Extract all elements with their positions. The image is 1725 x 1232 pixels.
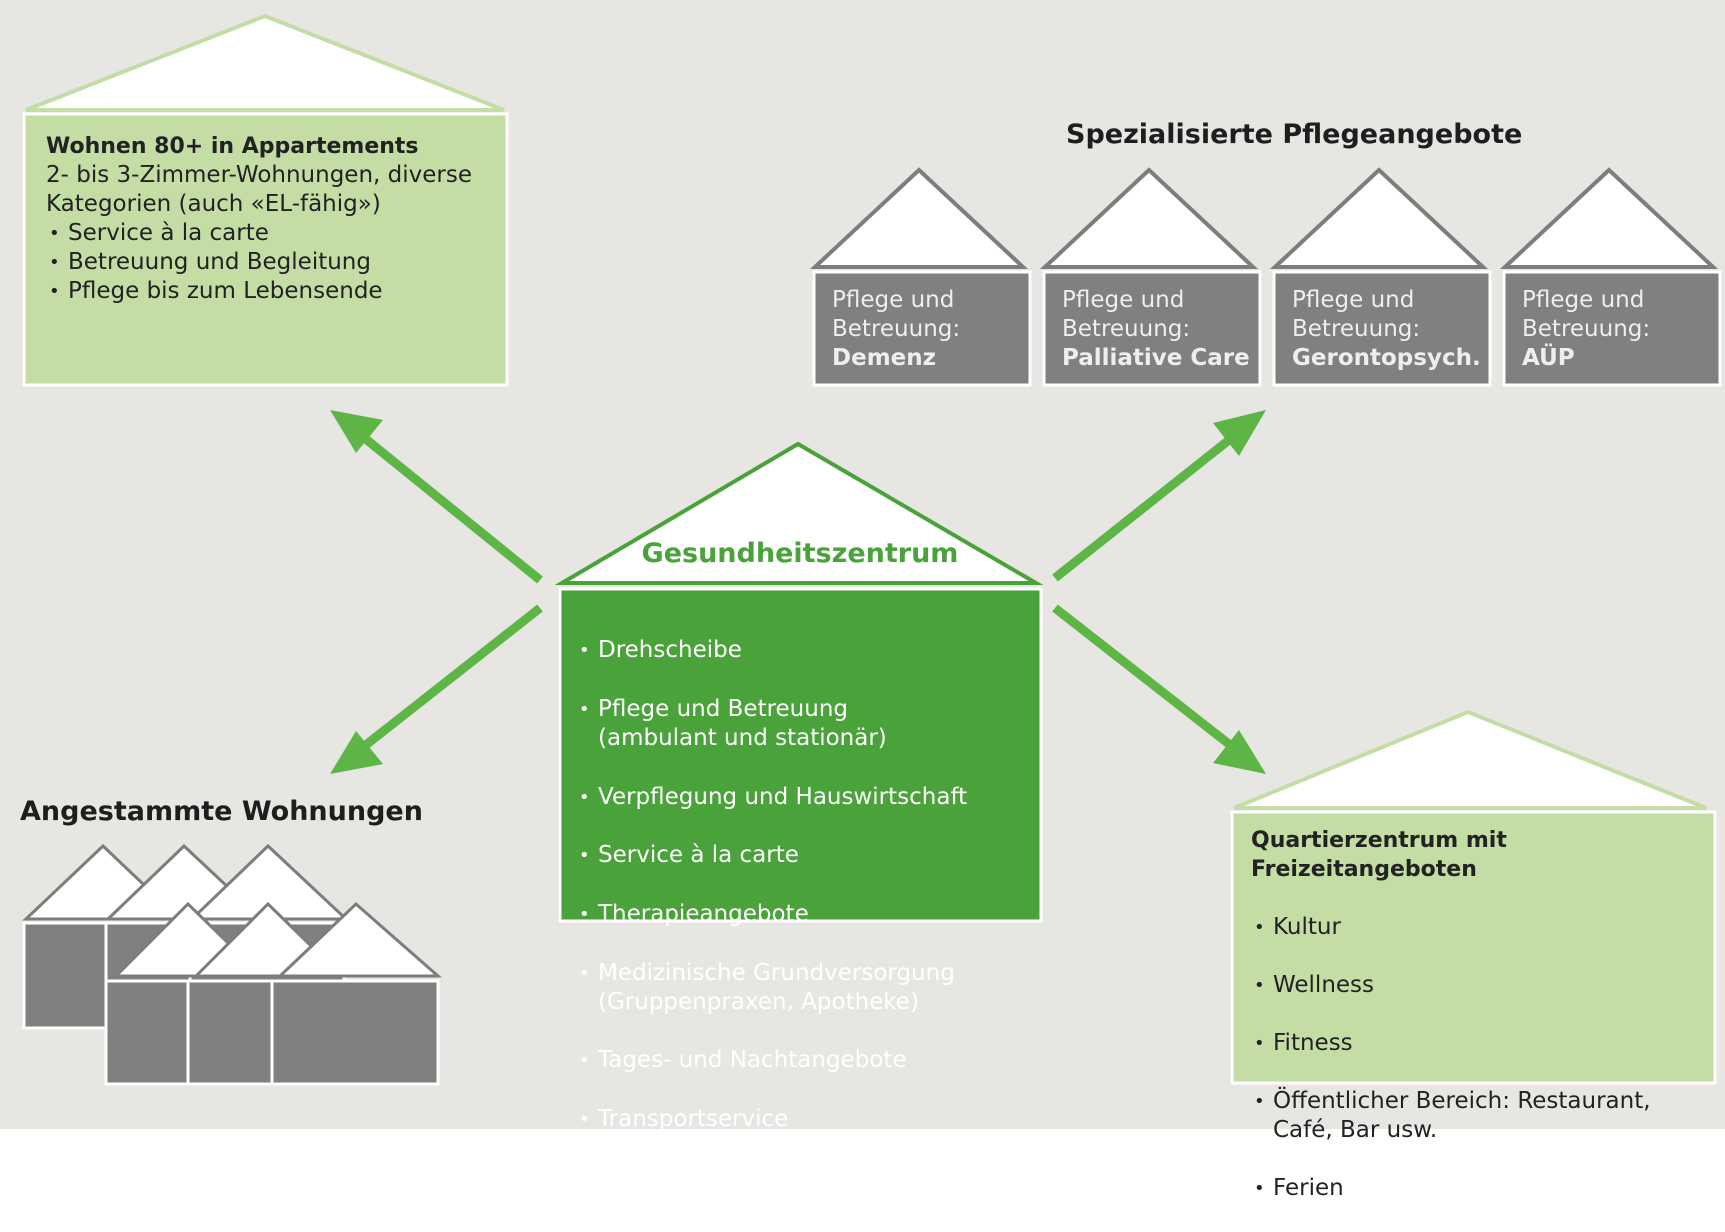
quarter-center-bullets: Kultur Wellness Fitness Öffentlicher Ber… bbox=[1251, 884, 1706, 1232]
health-center-roof bbox=[554, 441, 1044, 585]
apartments-text: Wohnen 80+ in Appartements 2- bis 3-Zimm… bbox=[46, 132, 496, 306]
specialized-house-1-line-1: Pflege und bbox=[832, 287, 955, 313]
arrow-to-bottom-left bbox=[330, 604, 543, 774]
specialized-house-1-focus: Demenz bbox=[832, 345, 937, 371]
list-item: Transportservice bbox=[576, 1105, 1036, 1135]
row-houses bbox=[22, 843, 442, 1086]
specialized-houses bbox=[809, 167, 1722, 387]
health-center-bullets: Drehscheibe Pflege und Betreuung (ambula… bbox=[576, 607, 1036, 1164]
apartments-line-1: 2- bis 3-Zimmer-Wohnungen, diverse bbox=[46, 162, 472, 188]
list-item: Verpflegung und Hauswirtschaft bbox=[576, 783, 1036, 813]
diagram-canvas: Wohnen 80+ in Appartements 2- bis 3-Zimm… bbox=[0, 0, 1725, 1129]
apartments-title: Wohnen 80+ in Appartements bbox=[46, 134, 419, 159]
specialized-house-2-line-2: Betreuung: bbox=[1062, 316, 1191, 342]
arrows bbox=[330, 410, 1266, 774]
specialized-heading: Spezialisierte Pflegeangebote bbox=[1066, 119, 1523, 150]
quarter-center-text: Quartierzentrum mit Freizeitangeboten Ku… bbox=[1251, 826, 1706, 1232]
specialized-house-4-text: Pflege und Betreuung: AÜP bbox=[1522, 286, 1717, 373]
quarter-center-roof bbox=[1233, 709, 1707, 810]
quarter-center-title: Quartierzentrum mit Freizeitangeboten bbox=[1251, 828, 1507, 882]
specialized-house-4-line-2: Betreuung: bbox=[1522, 316, 1651, 342]
list-item: Therapieangebote bbox=[576, 900, 1036, 930]
list-item: Kultur bbox=[1251, 913, 1706, 942]
specialized-house-1 bbox=[809, 167, 1032, 387]
existing-homes-heading: Angestammte Wohnungen bbox=[20, 796, 423, 827]
specialized-house-2 bbox=[1039, 167, 1262, 387]
apartments-roof bbox=[25, 13, 505, 112]
specialized-house-4-focus: AÜP bbox=[1522, 345, 1575, 371]
apartments-line-2: Kategorien (auch «EL-fähig») bbox=[46, 191, 381, 217]
list-item: Service à la carte bbox=[576, 841, 1036, 871]
specialized-house-2-line-1: Pflege und bbox=[1062, 287, 1185, 313]
list-item: Pflege und Betreuung (ambulant und stati… bbox=[576, 695, 1036, 754]
arrow-to-bottom-right bbox=[1052, 604, 1266, 774]
specialized-house-2-text: Pflege und Betreuung: Palliative Care bbox=[1062, 286, 1257, 373]
specialized-house-3-text: Pflege und Betreuung: Gerontopsych. bbox=[1292, 286, 1487, 373]
list-item: Öffentlicher Bereich: Restaurant, Café, … bbox=[1251, 1087, 1706, 1145]
list-item: Drehscheibe bbox=[576, 636, 1036, 666]
list-item: Betreuung und Begleitung bbox=[46, 248, 496, 277]
list-item: Ferien bbox=[1251, 1174, 1706, 1203]
arrow-to-top-left bbox=[330, 410, 543, 584]
specialized-house-3-line-1: Pflege und bbox=[1292, 287, 1415, 313]
health-center-text: Drehscheibe Pflege und Betreuung (ambula… bbox=[576, 607, 1036, 1164]
arrow-to-top-right bbox=[1052, 410, 1266, 582]
list-item: Service à la carte bbox=[46, 219, 496, 248]
list-item: Medizinische Grundversorgung (Gruppenpra… bbox=[576, 959, 1036, 1018]
specialized-house-4-line-1: Pflege und bbox=[1522, 287, 1645, 313]
row-houses-front bbox=[104, 901, 442, 1086]
list-item: Wellness bbox=[1251, 971, 1706, 1000]
specialized-house-4 bbox=[1499, 167, 1722, 387]
specialized-house-3 bbox=[1269, 167, 1492, 387]
specialized-house-1-line-2: Betreuung: bbox=[832, 316, 961, 342]
specialized-house-3-focus: Gerontopsych. bbox=[1292, 345, 1481, 371]
specialized-house-3-line-2: Betreuung: bbox=[1292, 316, 1421, 342]
specialized-house-2-focus: Palliative Care bbox=[1062, 345, 1250, 371]
list-item: Pflege bis zum Lebensende bbox=[46, 277, 496, 306]
specialized-house-1-text: Pflege und Betreuung: Demenz bbox=[832, 286, 1027, 373]
list-item: Fitness bbox=[1251, 1029, 1706, 1058]
list-item: Tages- und Nachtangebote bbox=[576, 1046, 1036, 1076]
health-center-title: Gesundheitszentrum bbox=[641, 538, 959, 569]
apartments-bullets: Service à la carte Betreuung und Begleit… bbox=[46, 219, 496, 306]
